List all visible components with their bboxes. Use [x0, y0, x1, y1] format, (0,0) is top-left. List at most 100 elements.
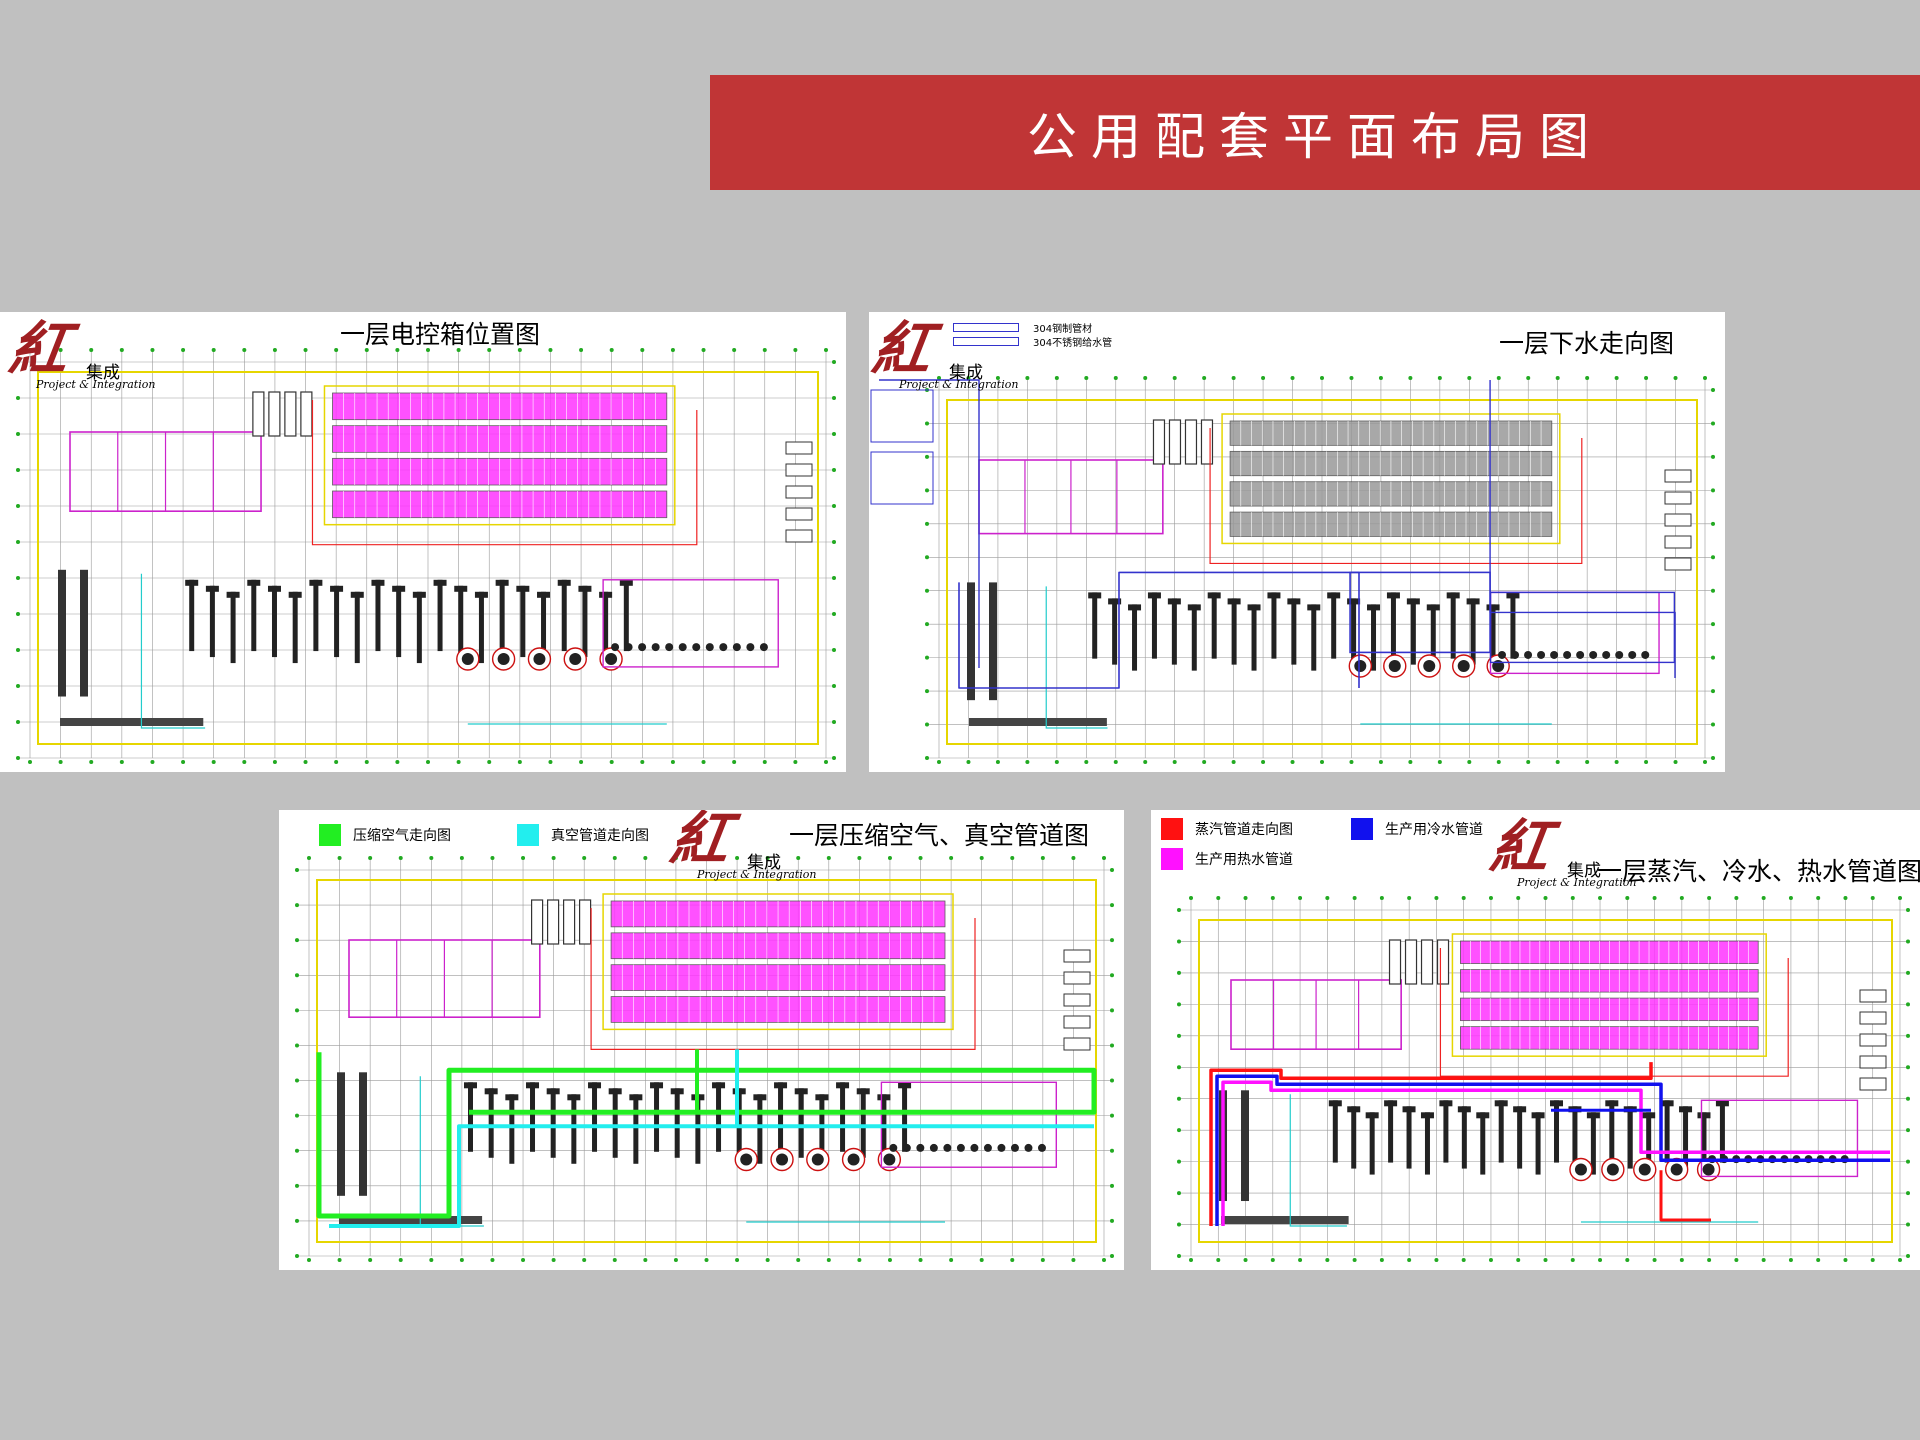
grid-axis-marker: [1761, 896, 1766, 900]
brand-cn: 集成: [86, 363, 120, 383]
brand-en: Project & Integration: [1517, 876, 1637, 889]
tank: [1200, 419, 1214, 465]
cabinet: [1664, 535, 1692, 549]
equipment-head: [1167, 598, 1181, 605]
grid-axis-marker: [1216, 896, 1221, 900]
grid-axis-marker: [670, 348, 675, 352]
equipment-head: [267, 585, 281, 592]
grid-axis-marker: [1711, 588, 1715, 593]
equipment-dot: [759, 643, 768, 652]
equipment-head: [836, 1082, 850, 1089]
equipment-head: [516, 585, 530, 592]
brand-glyph: 紅: [5, 315, 73, 383]
grid-axis-marker: [1290, 760, 1295, 764]
grid-axis-marker: [832, 576, 836, 580]
grid-axis-marker: [701, 760, 706, 764]
equipment-dot: [1010, 1143, 1019, 1152]
grid-axis-marker: [1906, 1033, 1910, 1038]
equipment-head: [505, 1094, 519, 1101]
grid-axis-marker: [1110, 1148, 1114, 1153]
grid-axis-marker: [211, 760, 216, 764]
grid-axis-marker: [1143, 760, 1148, 764]
grid-axis-marker: [16, 684, 20, 688]
grid-axis-marker: [364, 348, 369, 352]
grid-axis-marker: [490, 1258, 495, 1262]
grid-axis-marker: [1177, 970, 1181, 975]
grid-axis-marker: [398, 1258, 403, 1262]
equipment-dot: [902, 1143, 911, 1152]
tank: [547, 899, 560, 945]
equipment-head: [1328, 1100, 1342, 1107]
tank: [563, 899, 576, 945]
equipment-column: [1461, 1106, 1467, 1169]
pump-core: [1574, 1163, 1587, 1176]
pump-core: [1702, 1163, 1715, 1176]
grid-axis-marker: [295, 1113, 299, 1118]
grid-axis-marker: [1906, 1254, 1910, 1258]
equipment-dot: [678, 643, 687, 652]
grid-axis-marker: [487, 348, 492, 352]
grid-axis-marker: [1679, 896, 1684, 900]
tank: [284, 391, 297, 437]
grid-axis-marker: [429, 1258, 434, 1262]
pump-core: [811, 1153, 824, 1166]
grid-axis-marker: [1177, 1254, 1181, 1258]
grid-axis-marker: [1711, 722, 1715, 727]
grid-axis-marker: [119, 760, 124, 764]
equipment-head: [1513, 1106, 1527, 1113]
tank: [1152, 419, 1166, 465]
grid-axis-marker: [640, 348, 645, 352]
equipment-column: [798, 1088, 804, 1158]
equipment-column: [292, 591, 298, 664]
grid-axis-marker: [295, 1218, 299, 1223]
grid-axis-marker: [857, 1258, 862, 1262]
grid-axis-marker: [16, 504, 20, 508]
cabinet: [785, 507, 813, 521]
equipment-column: [561, 579, 567, 652]
cabinet: [1664, 469, 1692, 483]
grid-axis-marker: [1711, 454, 1715, 459]
equipment-head: [1406, 598, 1420, 605]
equipment-head: [350, 591, 364, 598]
equipment-column: [1191, 604, 1197, 671]
equipment-dot: [638, 643, 647, 652]
equipment-head: [1347, 1106, 1361, 1113]
grid-axis-marker: [826, 1258, 831, 1262]
equipment-column: [437, 579, 443, 652]
grid-axis-marker: [1555, 760, 1560, 764]
grid-axis-marker: [735, 856, 740, 860]
equipment-dot: [1524, 650, 1533, 659]
grid-axis-marker: [150, 348, 155, 352]
tank: [1420, 939, 1434, 985]
equipment-column: [458, 585, 464, 658]
cabinet: [1859, 1011, 1887, 1025]
equipment-head: [412, 591, 426, 598]
grid-axis-marker: [925, 588, 929, 593]
tank: [1168, 419, 1182, 465]
grid-axis-marker: [1488, 896, 1493, 900]
equipment-head: [1446, 592, 1460, 599]
equipment-column: [251, 579, 257, 652]
grid-axis-marker: [28, 348, 32, 352]
cabinet: [1063, 1015, 1091, 1029]
machine-column: [967, 582, 975, 701]
equipment-head: [1108, 598, 1122, 605]
equipment-dot: [692, 643, 701, 652]
equipment-head: [1642, 1112, 1656, 1119]
grid-axis-marker: [1898, 1258, 1902, 1262]
grid-axis-marker: [1261, 376, 1266, 380]
equipment-head: [454, 585, 468, 592]
grid-axis-marker: [429, 856, 434, 860]
grid-axis-marker: [966, 376, 971, 380]
equipment-head: [226, 591, 240, 598]
equipment-column: [313, 579, 319, 652]
tank: [579, 899, 592, 945]
equipment-column: [1332, 1100, 1338, 1163]
grid-axis-marker: [1614, 376, 1619, 380]
equipment-column: [1132, 604, 1138, 671]
grid-axis-marker: [211, 348, 216, 352]
equipment-dot: [956, 1143, 965, 1152]
equipment-head: [650, 1082, 664, 1089]
equipment-head: [1420, 1112, 1434, 1119]
equipment-head: [1486, 604, 1500, 611]
